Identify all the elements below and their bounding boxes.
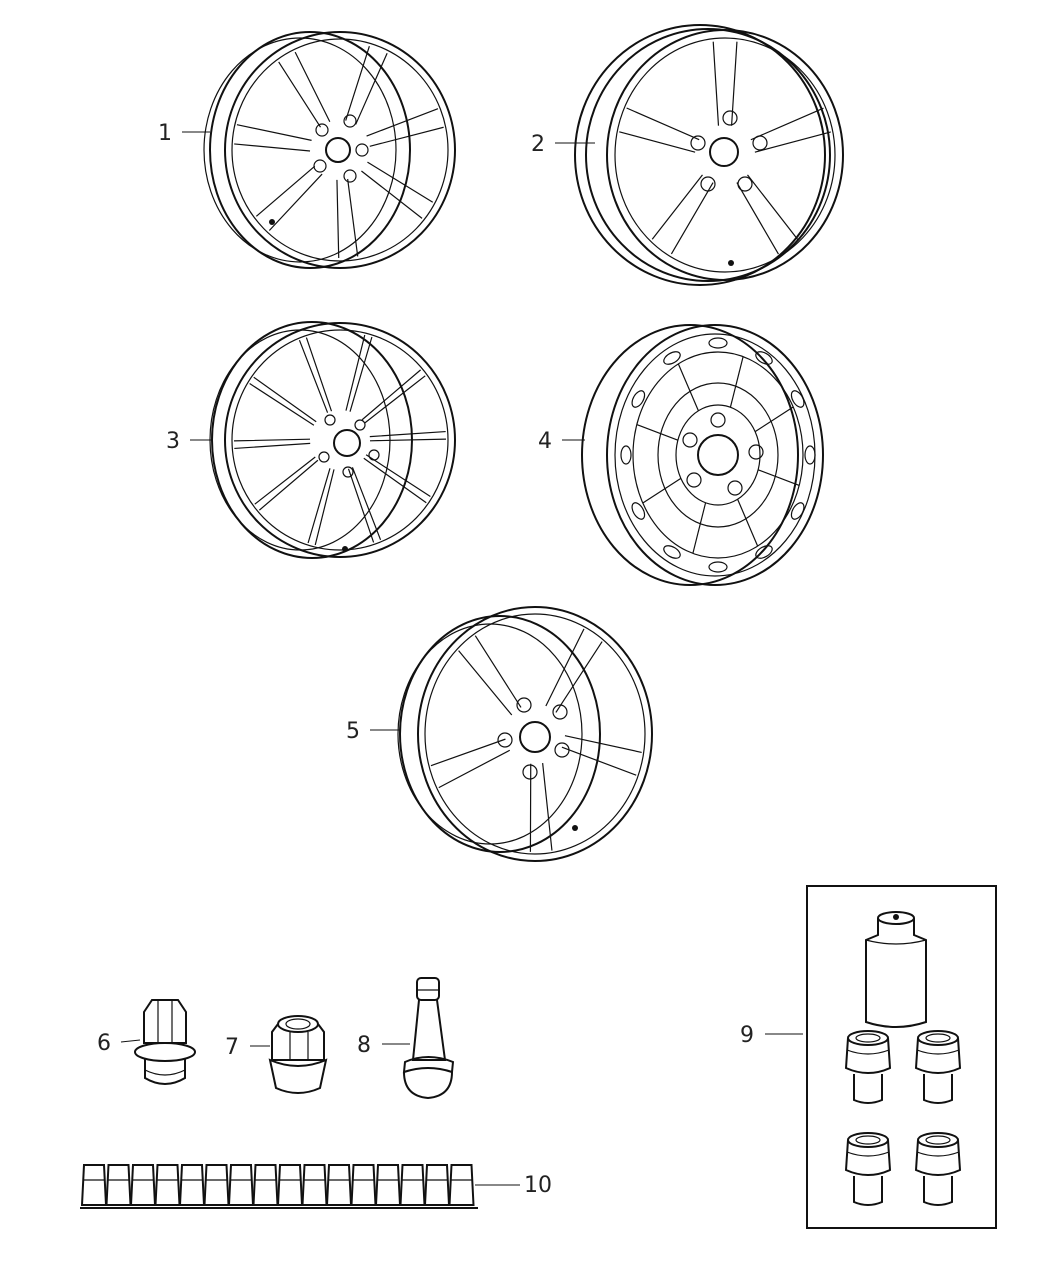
balance-weight-strip-icon: [80, 1164, 478, 1209]
svg-text:6: 6: [97, 1031, 111, 1056]
wheel-five-spoke-icon: [574, 24, 844, 286]
callout-2: 2: [531, 132, 595, 157]
svg-text:1: 1: [158, 121, 172, 146]
callout-1: 1: [158, 121, 210, 146]
wheel-split-spoke-icon: [209, 321, 456, 559]
steel-wheel-icon: [581, 324, 824, 586]
callout-9: 9: [740, 1023, 803, 1048]
svg-text:9: 9: [740, 1023, 754, 1048]
callout-6: 6: [97, 1031, 141, 1056]
callout-3: 3: [166, 429, 212, 454]
callout-10: 10: [475, 1173, 552, 1198]
svg-text:10: 10: [524, 1173, 552, 1198]
callout-8: 8: [357, 1033, 410, 1058]
wheel-five-spoke-alt-icon: [397, 606, 653, 862]
wheel-lock-kit-icon: [806, 885, 997, 1229]
callout-7: 7: [225, 1035, 270, 1060]
callout-4: 4: [538, 429, 585, 454]
svg-text:7: 7: [225, 1035, 239, 1060]
svg-text:3: 3: [166, 429, 180, 454]
svg-text:5: 5: [346, 719, 360, 744]
lug-nut-icon: [134, 999, 196, 1085]
valve-stem-icon: [402, 977, 455, 1100]
wheel-seven-spoke-icon: [203, 31, 456, 269]
lug-nut-open-icon: [268, 1015, 328, 1094]
svg-text:4: 4: [538, 429, 552, 454]
svg-text:2: 2: [531, 132, 545, 157]
callout-5: 5: [346, 719, 400, 744]
svg-text:8: 8: [357, 1033, 371, 1058]
